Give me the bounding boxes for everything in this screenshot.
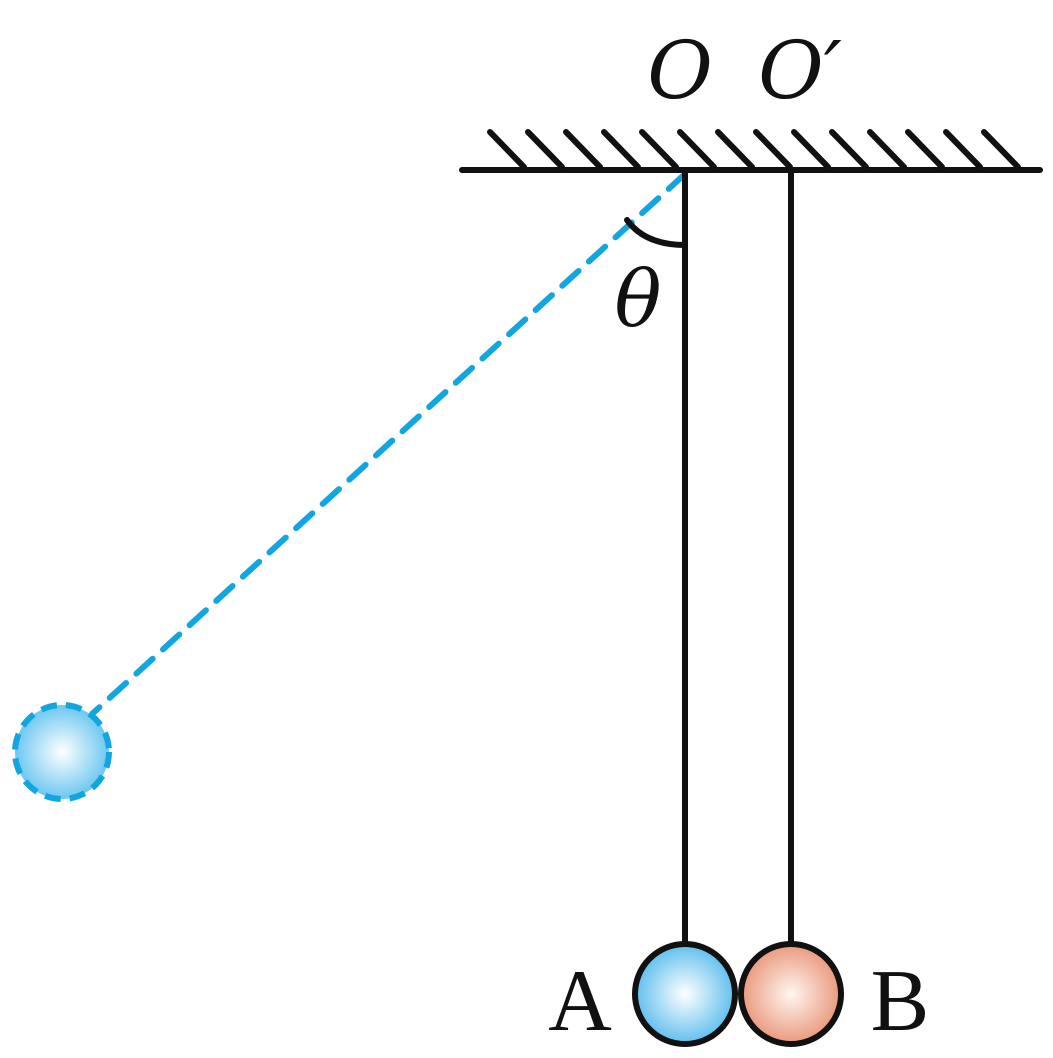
label-o-prime: O′ [758,24,842,117]
angle-arc [624,217,688,248]
ceiling-hatching [487,129,1021,170]
ball-a [632,941,738,1047]
label-theta: θ [615,255,662,345]
label-b: B [871,953,930,1050]
hatch-mark [563,129,603,170]
hatch-mark [601,129,641,170]
hatch-mark [981,129,1021,170]
hatch-mark [753,129,793,170]
label-o: O [647,24,713,117]
hatch-mark [791,129,831,170]
hatch-mark [639,129,679,170]
ball-b [738,941,844,1047]
ceiling [459,129,1043,173]
hatch-mark [905,129,945,170]
hatch-mark [715,129,755,170]
hatch-mark [525,129,565,170]
hatch-mark [677,129,717,170]
hatch-mark [943,129,983,170]
hatch-mark [829,129,869,170]
dashed-string-initial [89,171,688,717]
hatch-mark [487,129,527,170]
hatch-mark [867,129,907,170]
ball-a-initial-position [12,702,112,802]
label-a: A [548,953,612,1050]
